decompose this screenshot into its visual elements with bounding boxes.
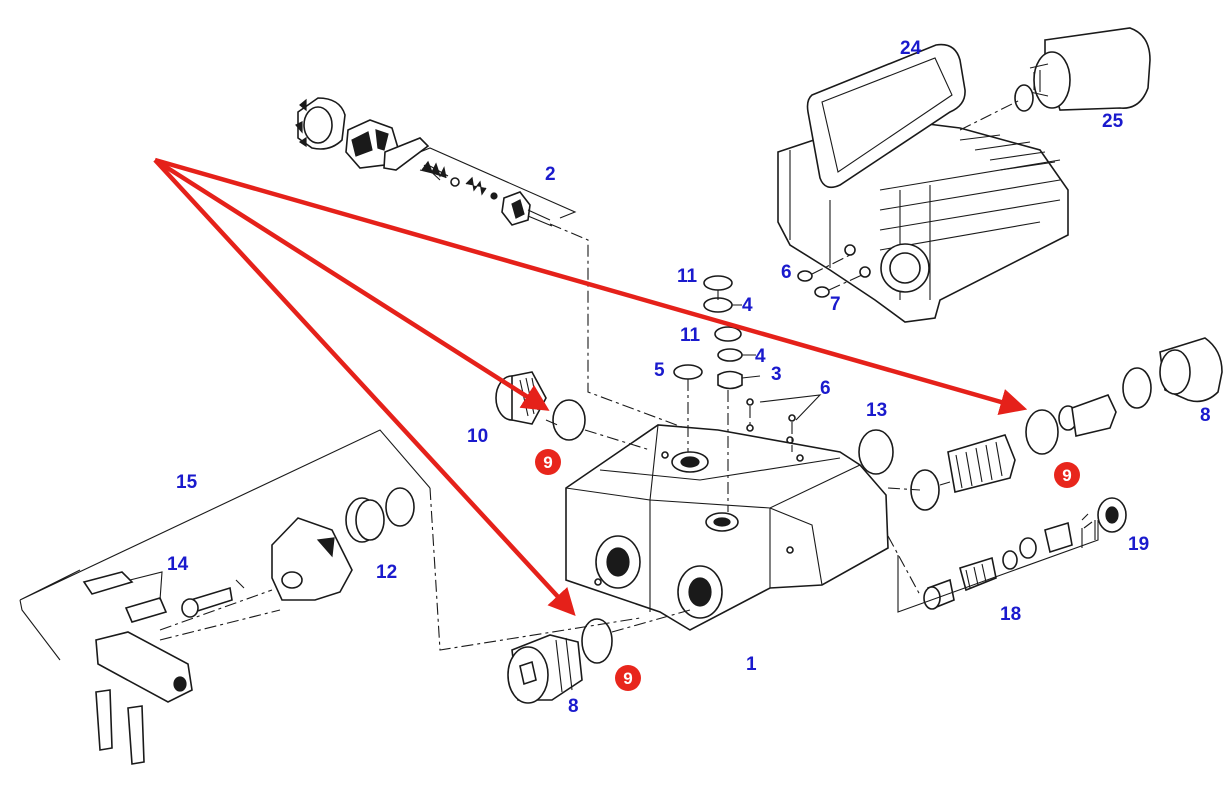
badge-9-right: 9 <box>1054 462 1080 488</box>
callout-6-top: 6 <box>781 262 792 283</box>
rings-12 <box>345 487 415 543</box>
bolt-and-clip <box>159 579 281 641</box>
callout-24: 24 <box>900 38 922 59</box>
plug-8-bottom <box>507 609 691 704</box>
badge-9-left-text: 9 <box>543 453 552 472</box>
callout-2: 2 <box>545 164 556 185</box>
arrow-to-bottom-ring <box>153 158 576 616</box>
highlight-arrows <box>153 157 1028 616</box>
callout-5: 5 <box>654 360 665 381</box>
callout-10: 10 <box>467 426 488 447</box>
plug-10 <box>495 371 651 451</box>
callout-25: 25 <box>1102 111 1124 132</box>
lever-assembly-15 <box>19 429 641 765</box>
filter-cartridge <box>959 27 1151 131</box>
callout-18: 18 <box>1000 604 1021 625</box>
callout-1: 1 <box>746 654 757 675</box>
callout-8-right: 8 <box>1200 405 1211 426</box>
badge-9-bottom: 9 <box>615 665 641 691</box>
callout-15: 15 <box>176 472 198 493</box>
callout-11-upper: 11 <box>677 266 698 287</box>
callout-7: 7 <box>830 294 841 315</box>
solenoid-assembly <box>295 97 691 431</box>
valve-block <box>565 424 889 631</box>
callout-8-bottom: 8 <box>568 696 579 717</box>
callout-3: 3 <box>771 364 782 385</box>
callout-4-upper: 4 <box>742 295 753 316</box>
vertical-seal-stack <box>673 275 761 512</box>
callout-11-lower: 11 <box>680 325 701 346</box>
callout-6-block: 6 <box>820 378 831 399</box>
callout-12: 12 <box>376 562 397 583</box>
callout-4-lower: 4 <box>755 346 766 367</box>
arrow-to-right-ring <box>154 157 1028 416</box>
arrow-to-left-ring <box>153 158 550 411</box>
spool-assembly-18-19 <box>887 497 1127 613</box>
highlight-badges: 9 9 9 <box>535 449 1080 691</box>
callout-13: 13 <box>866 400 887 421</box>
callout-14: 14 <box>167 554 189 575</box>
bracket-plate <box>271 517 353 601</box>
callout-labels: 24 25 2 6 7 11 4 11 4 5 3 6 13 8 10 15 1… <box>167 38 1211 717</box>
small-seal-rings-6-7 <box>797 254 863 298</box>
badge-9-left: 9 <box>535 449 561 475</box>
badge-9-right-text: 9 <box>1062 466 1071 485</box>
dowel-pins-6 <box>746 394 822 452</box>
callout-19: 19 <box>1128 534 1149 555</box>
gasket <box>806 43 966 189</box>
badge-9-bottom-text: 9 <box>623 669 632 688</box>
spring-plug-right <box>858 337 1223 511</box>
